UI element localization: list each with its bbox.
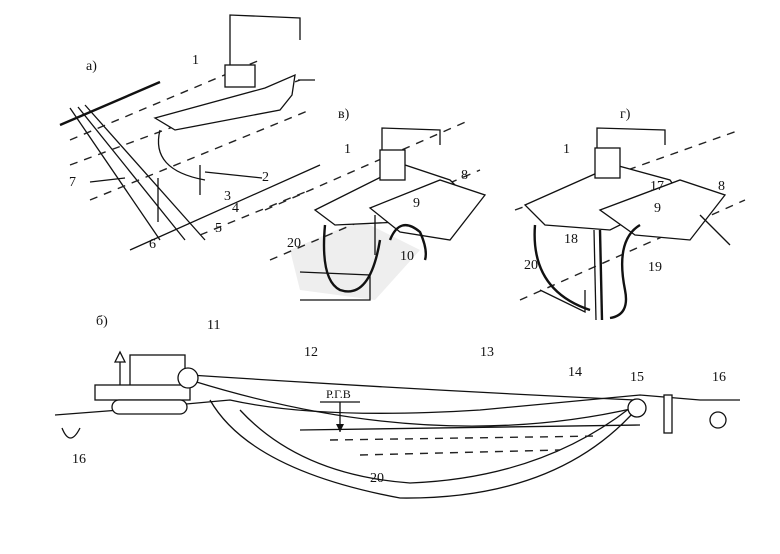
label-8: 8 (461, 168, 468, 183)
panel-b-label: б) (96, 314, 108, 329)
label-2: 2 (262, 170, 269, 185)
label-12: 12 (304, 345, 318, 360)
panel-v-label: в) (338, 107, 350, 122)
label-7: 7 (69, 175, 76, 190)
label-14: 14 (568, 365, 582, 380)
label-6: 6 (149, 237, 156, 252)
label-20: 20 (370, 471, 384, 486)
label-5: 5 (215, 221, 222, 236)
label-9: 9 (413, 196, 420, 211)
label-13: 13 (480, 345, 494, 360)
water-level-label: Р.Г.В (326, 387, 351, 401)
label-8: 8 (718, 179, 725, 194)
label-9: 9 (654, 201, 661, 216)
label-16: 16 (712, 370, 726, 385)
label-4: 4 (232, 201, 239, 216)
panel-g-drawing (514, 127, 746, 321)
label-16: 16 (72, 452, 86, 467)
label-19: 19 (648, 260, 662, 275)
panel-a-drawing (59, 14, 321, 251)
label-17: 17 (650, 179, 664, 194)
panel-b-drawing (54, 350, 740, 499)
label-3: 3 (224, 189, 231, 204)
panel-a-label: а) (86, 59, 97, 74)
label-18: 18 (564, 232, 578, 247)
label-11: 11 (207, 318, 221, 333)
label-20: 20 (287, 236, 301, 251)
panel-g-label: г) (620, 107, 631, 122)
label-10: 10 (400, 249, 414, 264)
label-1: 1 (192, 53, 199, 68)
label-20: 20 (524, 258, 538, 273)
label-15: 15 (630, 370, 644, 385)
panel-v-drawing (264, 119, 487, 301)
label-1: 1 (344, 142, 351, 157)
label-1: 1 (563, 142, 570, 157)
